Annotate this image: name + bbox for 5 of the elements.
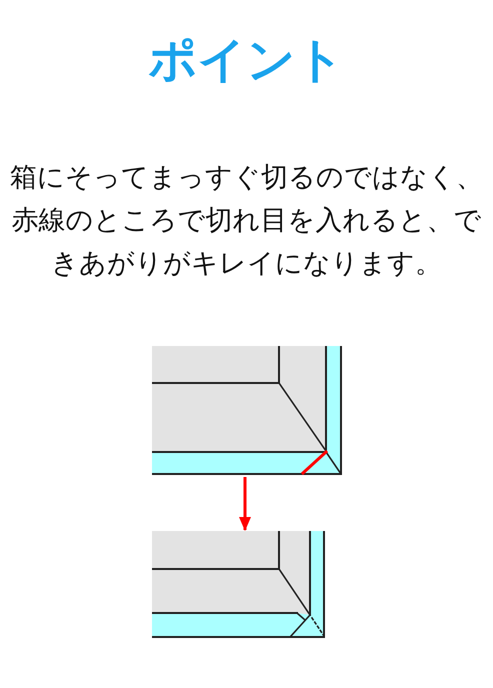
box-corner-illustration bbox=[152, 346, 342, 476]
title: ポイント bbox=[148, 31, 344, 90]
arrow bbox=[239, 477, 251, 531]
folded-corner-illustration bbox=[152, 531, 326, 638]
instruction-text: 箱にそってまっすぐ切るのではなく、赤線のところで切れ目を入れると、できあがりがキレイになります。 bbox=[9, 160, 484, 280]
